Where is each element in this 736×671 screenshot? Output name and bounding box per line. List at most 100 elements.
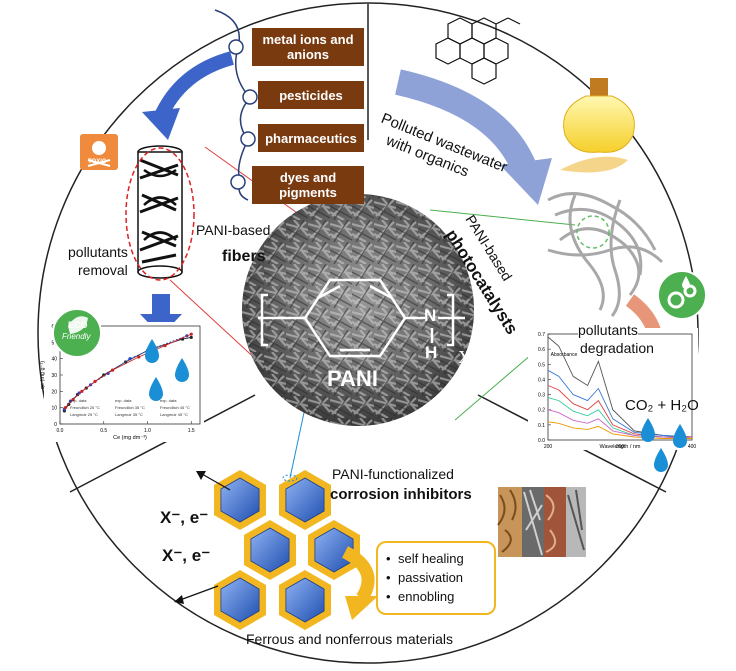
center-h-label: H [425, 343, 438, 362]
center-n-label: N [424, 306, 437, 325]
legend-entry: Freundlich 45 °C [160, 405, 190, 410]
hexagon-core [220, 577, 260, 623]
hexagon-core [250, 527, 290, 573]
hex-callout [282, 474, 298, 482]
legend-entry: Langmuir 25 °C [70, 412, 98, 417]
x-axis-label: Ce (mg dm⁻³) [113, 435, 147, 441]
y-tick-label: 0.4 [538, 377, 545, 383]
pollutant-list-bracket [214, 9, 258, 201]
data-point [163, 344, 167, 348]
y-tick-label: 0.6 [538, 347, 545, 353]
legend-entry: exp. data [115, 398, 132, 403]
y-axis-label: qe (mg g⁻¹) [40, 361, 46, 389]
y-axis-label: Absorbance [551, 352, 578, 358]
degradation-label-2: degradation [580, 340, 654, 356]
toxic-label: TOXIC [88, 159, 107, 165]
center-pani-label: PANI [327, 366, 378, 391]
mechanism-item: self healing [378, 549, 494, 568]
wastewater-arrow [395, 69, 538, 176]
mechanism-item: passivation [378, 568, 494, 587]
legend-entry: Freundlich 35 °C [115, 405, 145, 410]
y-tick-label: 40 [51, 357, 57, 363]
tag-metal-ions: metal ions and anions [252, 28, 364, 66]
eco-friendly-badge [52, 308, 102, 358]
legend-entry: Freundlich 25 °C [70, 405, 100, 410]
ion-label-upper: X⁻, e⁻ [160, 508, 209, 527]
metal-grain-hexagons [214, 470, 360, 630]
hexagon-core [285, 477, 325, 523]
data-point [93, 379, 97, 384]
materials-label: Ferrous and nonferrous materials [246, 631, 453, 647]
water-drop-icon [149, 377, 163, 401]
connector-photo-a [429, 209, 576, 226]
fibers-bold-label: fibers [222, 248, 266, 265]
connector-corrosion [289, 407, 306, 479]
center-x-subscript: X [458, 347, 471, 367]
data-point [80, 389, 84, 393]
light-bulb-icon [560, 78, 635, 173]
ion-arrow-upper [201, 473, 231, 491]
x-tick-label: 0.0 [57, 428, 64, 434]
data-point [137, 355, 141, 359]
curved-arrow-head [142, 108, 180, 140]
wastewater-arrow-head [500, 158, 552, 205]
degradation-label-1: pollutants [578, 322, 638, 338]
water-drop-icon [654, 448, 668, 472]
x-tick-label: 0.5 [100, 428, 107, 434]
mechanism-item: ennobling [378, 587, 494, 606]
data-point [128, 357, 132, 361]
tag-pharmaceutics: pharmaceutics [258, 124, 364, 152]
water-drop-icon [145, 339, 159, 363]
data-point [77, 391, 81, 395]
data-point [189, 332, 193, 336]
down-arrow-shaft [152, 294, 170, 316]
y-tick-label: 0.0 [538, 438, 545, 444]
corrosion-bold-label: corrosion inhibitors [330, 486, 472, 503]
mechanism-arrow [341, 546, 375, 602]
sem-fibers-texture [242, 194, 474, 426]
metal-samples-photo [497, 487, 586, 557]
fibers-based-label: PANI-based [196, 222, 271, 238]
mechanism-arrow-head [345, 596, 378, 620]
removal-label-1: pollutants [68, 244, 128, 260]
x-axis-label: Wavelength / nm [599, 444, 640, 450]
removal-label-2: removal [78, 262, 128, 278]
divider-left [69, 394, 256, 493]
filter-column-icon [125, 145, 195, 281]
y-tick-label: 30 [51, 373, 57, 379]
ion-arrow-lower [179, 585, 219, 601]
hexagon-core [314, 527, 354, 573]
skull-icon [92, 141, 106, 155]
water-drop-icon [673, 424, 687, 448]
y-tick-label: 10 [51, 406, 57, 412]
products-label: CO₂ + H₂O [625, 397, 699, 414]
eco-line-1: ECO [68, 320, 88, 330]
hexagon-core [220, 477, 260, 523]
data-point [110, 368, 115, 372]
eco-line-2: Friendly [62, 332, 91, 341]
pani-structure [258, 278, 465, 358]
y-tick-label: 0.7 [538, 332, 545, 338]
data-point [63, 406, 67, 410]
x-tick-label: 1.5 [188, 428, 195, 434]
x-tick-label: 300 [616, 444, 625, 450]
photocatalyst-cluster-icon [547, 192, 664, 317]
y-tick-label: 0 [54, 422, 57, 428]
hexagon-core [285, 577, 325, 623]
water-drop-icon [175, 358, 189, 382]
series-line [64, 333, 192, 408]
data-point [189, 335, 193, 340]
legend-entry: exp. data [160, 398, 177, 403]
tag-pesticides: pesticides [258, 81, 364, 109]
ion-label-lower: X⁻, e⁻ [162, 546, 211, 565]
data-point [71, 397, 75, 402]
x-tick-label: 400 [688, 444, 697, 450]
y-tick-label: 20 [51, 389, 57, 395]
eco-leaf-icon [68, 316, 88, 334]
y-tick-label: 0.5 [538, 362, 545, 368]
y-tick-label: 0.2 [538, 408, 545, 414]
legend-entry: exp. data [70, 398, 87, 403]
y-tick-label: 0.1 [538, 423, 545, 429]
legend-entry: Langmuir 35 °C [115, 412, 143, 417]
